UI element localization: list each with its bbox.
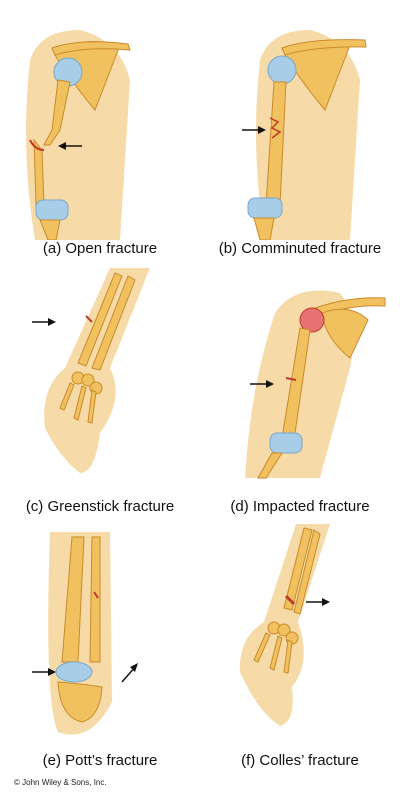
potts-fracture-illustration — [32, 532, 138, 735]
panel-colles-fracture: (f) Colles’ fracture — [200, 512, 400, 774]
caption-f: (f) Colles’ fracture — [241, 752, 359, 769]
caption-e: (e) Pott’s fracture — [42, 752, 158, 769]
panel-impacted-fracture: (d) Impacted fracture — [200, 258, 400, 520]
caption-d: (d) Impacted fracture — [230, 498, 370, 515]
comminuted-fracture-illustration — [242, 30, 367, 240]
panel-greenstick-fracture: (c) Greenstick fracture — [0, 258, 200, 520]
impacted-fracture-illustration — [245, 290, 386, 479]
open-fracture-illustration — [26, 30, 131, 240]
panel-comminuted-fracture: (b) Comminuted fracture — [200, 0, 400, 262]
caption-a: (a) Open fracture — [42, 240, 158, 257]
panel-open-fracture: (a) Open fracture — [0, 0, 200, 262]
copyright-text: © John Wiley & Sons, Inc. — [14, 778, 107, 787]
colles-fracture-illustration — [239, 524, 330, 726]
panel-potts-fracture: (e) Pott’s fracture — [0, 512, 200, 774]
greenstick-fracture-illustration — [32, 268, 150, 473]
caption-c: (c) Greenstick fracture — [25, 498, 175, 515]
caption-b: (b) Comminuted fracture — [218, 240, 382, 257]
